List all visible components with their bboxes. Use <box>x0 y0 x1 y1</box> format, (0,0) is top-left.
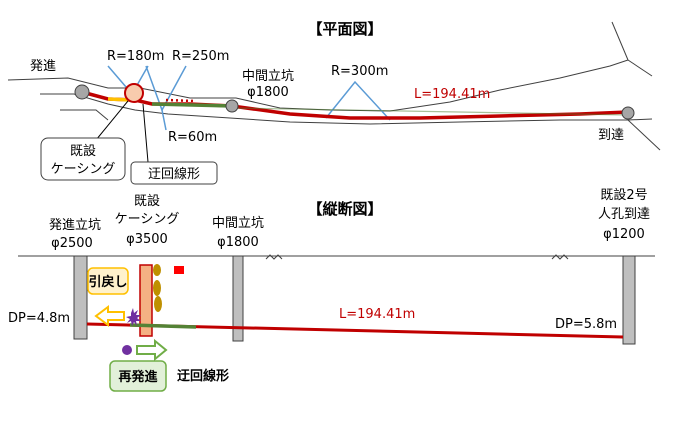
section-manhole-1: 既設2号 <box>600 187 647 203</box>
plan-start-shaft-icon <box>74 84 90 100</box>
purple-marker <box>122 345 132 355</box>
pullback-box <box>87 267 129 295</box>
tbm-marker-3 <box>154 296 162 312</box>
section-start-shaft-1: 発進立坑 <box>49 218 101 233</box>
plan-arrival-label: 到達 <box>598 128 624 143</box>
plan-length-label: L=194.41m <box>414 87 490 102</box>
restart-box <box>109 360 167 392</box>
plan-view: 【平面図】 発進 R=180m R <box>7 20 661 185</box>
section-mid-shaft-2: φ1800 <box>217 235 259 250</box>
detour-callout-box <box>130 161 218 185</box>
plan-mid-shaft-icon <box>225 99 239 113</box>
casing-callout-line-2: ケーシング <box>51 162 116 177</box>
plan-mid-shaft-label-2: φ1800 <box>247 85 289 100</box>
dp-right-label: DP=5.8m <box>555 317 617 332</box>
section-mid-shaft-1: 中間立坑 <box>212 216 264 231</box>
plan-r250-label: R=250m <box>172 49 229 64</box>
ground-mark-2 <box>551 254 569 260</box>
section-start-shaft-2: φ2500 <box>51 236 93 251</box>
section-manhole <box>622 255 636 345</box>
plan-r180-label: R=180m <box>107 49 164 64</box>
plan-route-dotted <box>165 98 196 103</box>
section-detour-green <box>129 323 197 329</box>
plan-mid-shaft-label-1: 中間立坑 <box>242 69 294 84</box>
detour-callout-label: 迂回線形 <box>148 166 200 182</box>
plan-start-label: 発進 <box>30 59 56 74</box>
plan-route-shadow <box>231 107 629 116</box>
section-start-shaft <box>73 255 88 340</box>
section-manhole-2: 人孔到達 <box>598 207 650 222</box>
casing-callout-box <box>40 137 126 181</box>
red-marker <box>174 266 184 274</box>
plan-r300-label: R=300m <box>331 64 388 79</box>
casing-callout-line-1: 既設 <box>70 143 96 159</box>
collision-icon <box>126 308 141 326</box>
pullback-arrow <box>94 305 125 327</box>
section-manhole-3: φ1200 <box>603 227 645 242</box>
section-detour-label: 迂回線形 <box>177 368 229 384</box>
plan-route-yellow <box>107 97 131 102</box>
plan-r60-label: R=60m <box>168 130 217 145</box>
section-casing <box>139 264 153 337</box>
section-view: 【縦断図】 発進立坑 φ2500 既設 ケーシング φ3500 中間立坑 φ18… <box>8 187 655 392</box>
section-casing-2: ケーシング <box>115 212 180 227</box>
section-length-label: L=194.41m <box>339 307 415 322</box>
road-outlines <box>7 21 661 151</box>
pullback-label: 引戻し <box>88 274 127 290</box>
casing-callout-pointer <box>95 100 129 141</box>
section-title: 【縦断図】 <box>307 200 382 218</box>
dp-left-label: DP=4.8m <box>8 311 70 326</box>
plan-detour-green <box>151 102 233 108</box>
plan-arrival-icon <box>621 106 635 120</box>
section-casing-3: φ3500 <box>126 232 168 247</box>
section-casing-1: 既設 <box>134 193 160 209</box>
ground-mark-1 <box>265 254 283 260</box>
restart-arrow <box>136 338 168 362</box>
restart-label: 再発進 <box>118 369 157 385</box>
section-mid-shaft <box>232 255 244 342</box>
tbm-marker-2 <box>153 280 161 296</box>
detour-callout-pointer <box>142 103 149 163</box>
tbm-marker-1 <box>153 264 161 276</box>
plan-title: 【平面図】 <box>307 20 382 38</box>
plan-casing-circle <box>124 83 144 103</box>
